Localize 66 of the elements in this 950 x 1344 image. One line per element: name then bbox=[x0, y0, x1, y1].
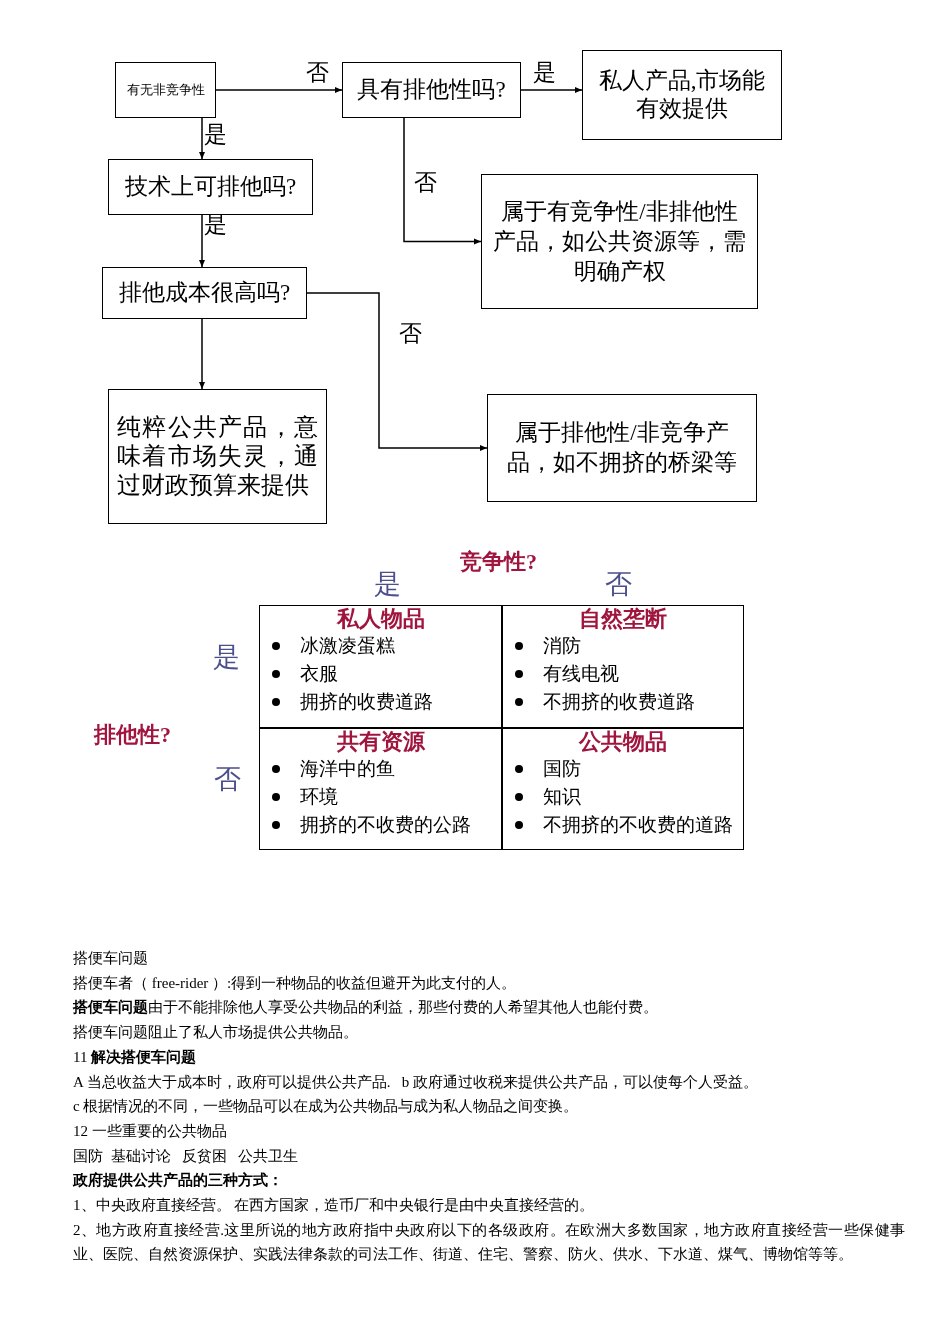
box-text: 技术上可排他吗? bbox=[124, 173, 297, 201]
edge-label: 否 bbox=[399, 321, 422, 347]
arrow bbox=[199, 318, 205, 390]
box-text: 属于排他性/非竞争产品，如不拥挤的桥梁等 bbox=[506, 419, 738, 477]
edge-label: 否 bbox=[414, 170, 437, 196]
paragraph: 国防 基础讨论 反贫困 公共卫生 bbox=[73, 1146, 299, 1166]
matrix-cell bbox=[502, 728, 744, 850]
cell-heading: 共有资源 bbox=[335, 729, 426, 755]
edge-label: 是 bbox=[204, 122, 227, 148]
paragraph: 11 解决搭便车问题 bbox=[73, 1047, 198, 1067]
list-item: 有线电视 bbox=[543, 662, 619, 686]
box-text: 属于有竞争性/非排他性产品，如公共资源等，需明确产权 bbox=[492, 197, 747, 286]
matrix-cell bbox=[259, 605, 502, 728]
paragraph: 1、中央政府直接经营。 在西方国家，造币厂和中央银行是由中央直接经营的。 bbox=[73, 1196, 596, 1216]
process-box bbox=[487, 394, 757, 502]
paragraph: 搭便车问题 bbox=[73, 949, 149, 968]
paragraph: 2、地方政府直接经营.这里所说的地方政府指中央政府以下的各级政府。在欧洲大多数国家，地方政府直接经营一些保健事业、医院、自然资源保护、实践法律条款的司法工作、街道、住宅、警察、防火、供水、下水道、煤气、博物馆等等。 bbox=[73, 1220, 905, 1265]
axis-label: 排他性? bbox=[94, 721, 171, 749]
edge-label: 否 bbox=[306, 60, 329, 86]
axis-label: 是 bbox=[213, 642, 240, 672]
process-box bbox=[481, 174, 758, 309]
arrow bbox=[403, 117, 482, 245]
process-box bbox=[108, 159, 313, 215]
process-box bbox=[342, 62, 521, 118]
paragraph: A 当总收益大于成本时，政府可以提供公共产品. b 政府通过收税来提供公共产品，可以使每个人受益。 bbox=[73, 1072, 759, 1092]
arrow bbox=[199, 214, 205, 268]
axis-label: 否 bbox=[214, 764, 241, 794]
list-item: 海洋中的鱼 bbox=[300, 757, 395, 781]
list-item: 消防 bbox=[543, 634, 581, 658]
arrow bbox=[199, 117, 205, 160]
list-item: 拥挤的不收费的公路 bbox=[300, 813, 471, 837]
process-box bbox=[115, 62, 216, 118]
axis-label: 否 bbox=[605, 569, 632, 599]
list-item: 拥挤的收费道路 bbox=[300, 690, 433, 714]
cell-heading: 自然垄断 bbox=[578, 606, 668, 632]
process-box bbox=[108, 389, 327, 524]
edge-label: 是 bbox=[533, 60, 556, 86]
process-box bbox=[102, 267, 307, 319]
box-text: 具有排他性吗? bbox=[357, 76, 506, 104]
matrix-cell bbox=[259, 728, 502, 850]
list-item: 不拥挤的不收费的道路 bbox=[543, 813, 733, 837]
cell-heading: 私人物品 bbox=[335, 606, 426, 632]
arrow bbox=[215, 87, 343, 93]
list-item: 冰激凌蛋糕 bbox=[300, 634, 395, 658]
list-item: 知识 bbox=[543, 785, 581, 809]
cell-heading: 公共物品 bbox=[577, 729, 668, 755]
paragraph: 搭便车者（ free-rider ）:得到一种物品的收益但避开为此支付的人。 bbox=[73, 973, 518, 993]
list-item: 国防 bbox=[543, 757, 581, 781]
axis-label: 是 bbox=[374, 569, 401, 599]
matrix-cell bbox=[502, 605, 744, 728]
box-text: 纯粹公共产品，意味着市场失灵，通过财政预算来提供 bbox=[117, 413, 318, 500]
paragraph: c 根据情况的不同，一些物品可以在成为公共物品与成为私人物品之间变换。 bbox=[73, 1097, 580, 1117]
box-text: 私人产品,市场能有效提供 bbox=[597, 67, 767, 123]
arrow bbox=[520, 87, 583, 93]
list-item: 衣服 bbox=[300, 662, 338, 686]
list-item: 不拥挤的收费道路 bbox=[543, 690, 695, 714]
box-text: 有无非竞争性 bbox=[126, 81, 205, 99]
list-item: 环境 bbox=[300, 785, 338, 809]
box-text: 排他成本很高吗? bbox=[118, 279, 291, 307]
arrow bbox=[306, 292, 488, 451]
paragraph: 搭便车问题阻止了私人市场提供公共物品。 bbox=[73, 1023, 359, 1043]
paragraph: 搭便车问题由于不能排除他人享受公共物品的利益，那些付费的人希望其他人也能付费。 bbox=[73, 998, 659, 1018]
process-box bbox=[582, 50, 782, 140]
paragraph: 政府提供公共产品的三种方式： bbox=[73, 1171, 284, 1191]
axis-label: 竞争性? bbox=[460, 548, 537, 576]
paragraph: 12 一些重要的公共物品 bbox=[73, 1121, 228, 1141]
